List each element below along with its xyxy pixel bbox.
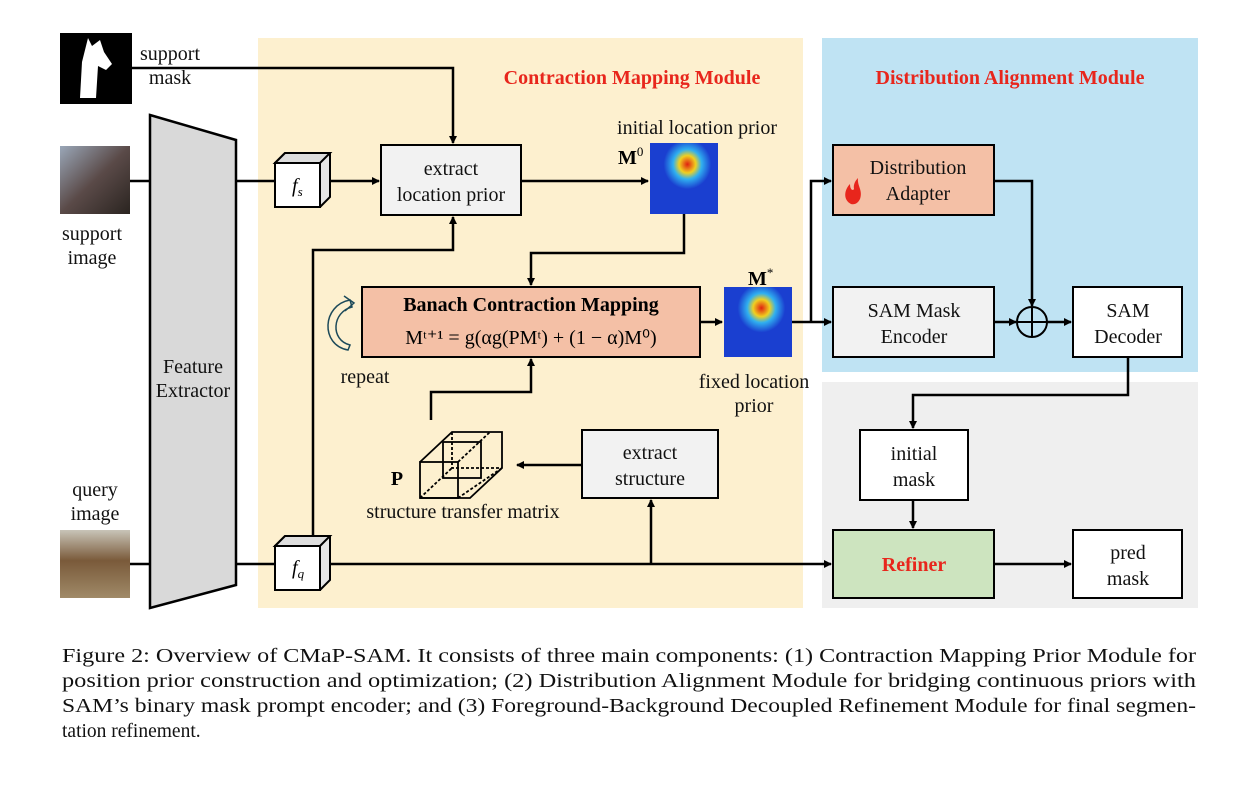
caption-line-4: tation refinement. (62, 721, 201, 742)
sam-mask-encoder-label-1: SAM Mask (868, 300, 961, 322)
arrow-adapter-to-sum (994, 179, 1036, 307)
fq-feature-cube: fq (272, 535, 333, 591)
feature-extractor-label-2: Extractor (156, 380, 231, 402)
support-mask-image (60, 33, 132, 104)
repeat-arrow-icon (327, 295, 356, 351)
structure-matrix-symbol: P (391, 468, 403, 490)
distribution-module-title: Distribution Alignment Module (876, 67, 1145, 89)
support-image-label-1: support (62, 223, 122, 245)
sam-mask-encoder-label-2: Encoder (881, 326, 948, 348)
initial-mask-box (859, 429, 969, 501)
support-image-label-2: image (68, 247, 117, 269)
input-lines (130, 179, 150, 566)
pred-mask-box (1072, 529, 1183, 599)
initial-prior-heatmap (650, 143, 718, 214)
contraction-module-title: Contraction Mapping Module (504, 67, 761, 89)
fixed-prior-heatmap (724, 287, 792, 357)
caption-line-3: SAM’s binary mask prompt encoder; and (3… (62, 696, 1196, 717)
arrow-decoder-to-initial-mask (909, 357, 1130, 429)
feature-extractor-label-1: Feature (163, 356, 223, 378)
arrow-prior-to-banach (527, 214, 686, 286)
support-mask-label-1: support (140, 43, 200, 65)
fixed-prior-symbol: M* (748, 265, 773, 290)
distribution-adapter-label-1: Distribution (870, 157, 967, 179)
fs-feature-cube: fs (272, 152, 333, 208)
caption-line-2: position prior construction and optimiza… (62, 671, 1196, 692)
banach-title: Banach Contraction Mapping (403, 294, 659, 316)
extract-structure-box (581, 429, 719, 499)
query-image (60, 530, 130, 598)
repeat-label: repeat (341, 366, 390, 388)
arrow-to-adapter (809, 177, 832, 322)
structure-matrix-cube-icon (419, 431, 503, 499)
svg-text:fs: fs (292, 175, 303, 199)
banach-equation: Mᵗ⁺¹ = g(αg(PMᵗ) + (1 − α)M⁰) (405, 327, 656, 349)
refiner-label: Refiner (882, 554, 947, 576)
extract-structure-label-2: structure (615, 468, 685, 490)
arrow-P-to-banach (429, 358, 535, 420)
structure-matrix-label: structure transfer matrix (366, 501, 559, 523)
svg-text:fq: fq (292, 557, 305, 581)
initial-mask-label-2: mask (893, 469, 935, 491)
support-mask-label-2: mask (149, 67, 191, 89)
extract-location-prior-label-1: extract (424, 158, 479, 180)
pred-mask-label-1: pred (1110, 542, 1146, 564)
extract-structure-label-1: extract (623, 442, 678, 464)
refiner-box (832, 529, 995, 599)
support-image (60, 146, 130, 214)
pred-mask-label-2: mask (1107, 568, 1149, 590)
sam-decoder-box (1072, 286, 1183, 358)
sum-icon (1016, 306, 1048, 338)
sam-decoder-label-2: Decoder (1094, 326, 1162, 348)
initial-prior-symbol: M0 (618, 144, 643, 169)
distribution-adapter-label-2: Adapter (886, 183, 951, 205)
caption-line-1: Figure 2: Overview of CMaP-SAM. It consi… (62, 646, 1197, 667)
fixed-prior-label-2: prior (735, 395, 774, 417)
flame-icon (845, 178, 861, 205)
fixed-prior-label-1: fixed location (699, 371, 810, 393)
extract-location-prior-label-2: location prior (397, 184, 506, 206)
banach-contraction-box (361, 286, 701, 358)
sam-decoder-label-1: SAM (1106, 300, 1150, 322)
initial-prior-label: initial location prior (617, 117, 777, 139)
arrow-mask-to-extract (132, 66, 457, 144)
query-image-label-1: query (72, 479, 118, 501)
initial-mask-label-1: initial (891, 443, 938, 465)
extract-location-prior-box (380, 144, 522, 216)
distribution-adapter-box (832, 144, 995, 216)
feature-extractor (148, 113, 238, 610)
query-image-label-2: image (71, 503, 120, 525)
arrow-fq-to-extract (311, 216, 457, 538)
